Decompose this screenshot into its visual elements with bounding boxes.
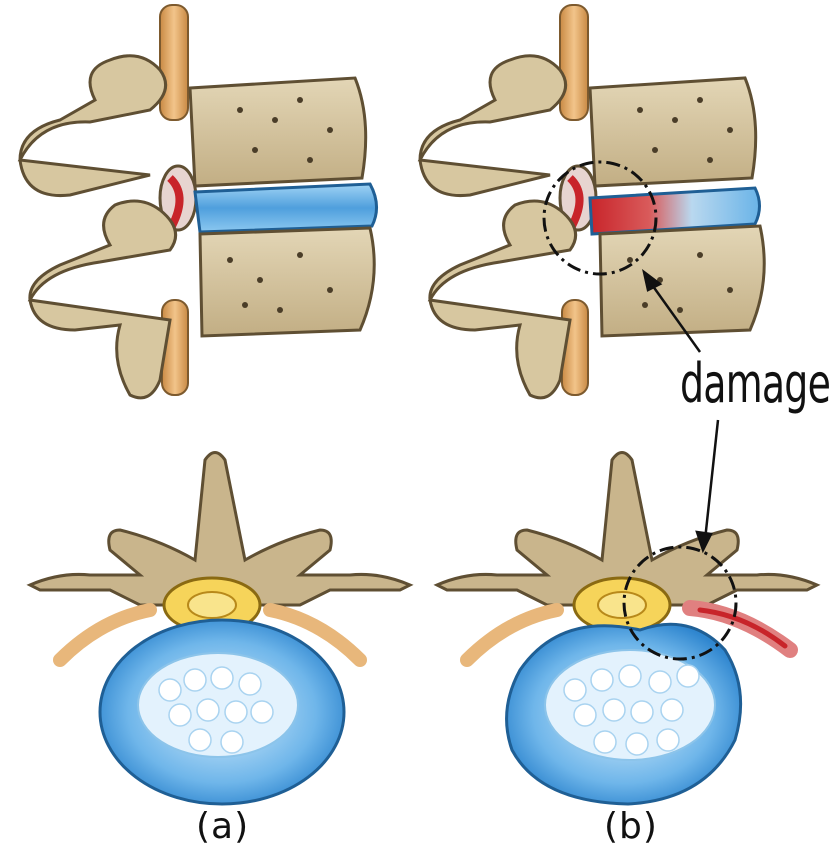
- panel-label-a: (a): [196, 806, 249, 847]
- top-view-damaged: [437, 453, 817, 805]
- side-view-healthy: [20, 5, 377, 398]
- top-view-healthy: [30, 453, 410, 805]
- panel-label-b: (b): [604, 806, 658, 847]
- damage-annotation: damage: [680, 352, 830, 415]
- side-view-damaged: [420, 5, 764, 398]
